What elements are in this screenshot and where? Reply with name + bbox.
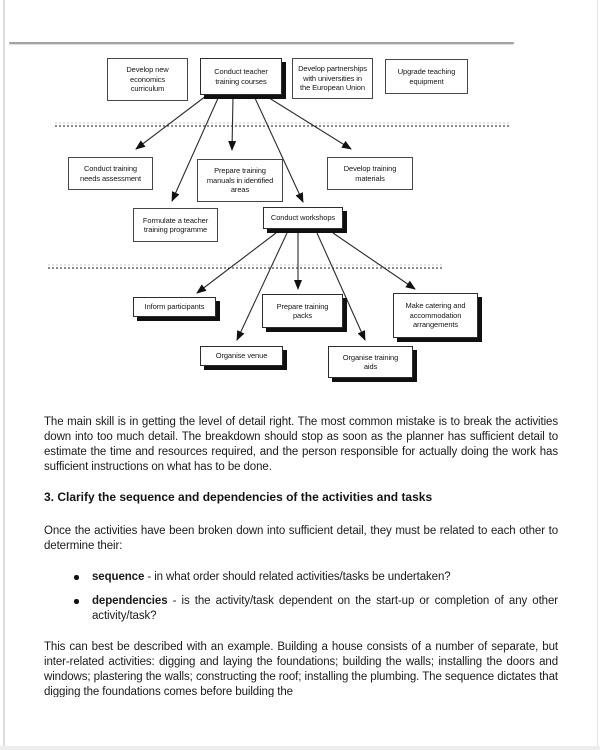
- bullet-icon: [74, 599, 79, 604]
- page-edge-left: [3, 0, 5, 750]
- paragraph-example-clipped: This can best be described with an examp…: [44, 640, 558, 697]
- paragraph-broken-down: Once the activities have been broken dow…: [44, 525, 558, 552]
- diagram-box-develop-partnerships-universities: Develop partnerships with universities i…: [292, 58, 373, 99]
- paragraph-house-example: This can best be described with an examp…: [44, 641, 558, 697]
- diagram-box-conduct-teacher-training-courses: Conduct teacher training courses: [200, 58, 282, 95]
- bullet-icon: [74, 575, 79, 580]
- section-heading: 3. Clarify the sequence and dependencies…: [44, 490, 433, 504]
- diagram-box-organise-venue: Organise venue: [200, 346, 283, 366]
- diagram-box-develop-training-materials: Develop training materials: [327, 157, 413, 190]
- page-edge-right: [596, 0, 598, 750]
- diagram-box-formulate-teacher-training-programme: Formulate a teacher training programme: [133, 208, 218, 242]
- diagram-box-inform-participants: Inform participants: [133, 297, 216, 317]
- diagram-box-make-catering-accommodation-arrangements: Make catering and accommodation arrangem…: [393, 293, 478, 338]
- bullet-item-sequence: sequence - in what order should related …: [44, 570, 558, 585]
- paragraph-level-of-detail: The main skill is in getting the level o…: [44, 416, 558, 473]
- diagram-box-prepare-training-manuals: Prepare training manuals in identified a…: [197, 159, 283, 202]
- diagram-box-develop-new-economics-curriculum: Develop new economics curriculum: [107, 58, 188, 101]
- diagram-box-organise-training-aids: Organise training aids: [328, 346, 413, 378]
- diagram-box-conduct-training-needs-assessment: Conduct training needs assessment: [68, 157, 153, 190]
- bullet-rest: - in what order should related activitie…: [147, 571, 451, 583]
- bullet-rest: - is the activity/task dependent on the …: [92, 595, 558, 622]
- bullet-term: sequence: [92, 571, 145, 583]
- header-rule: [9, 42, 514, 44]
- bullet-text: sequence - in what order should related …: [92, 570, 558, 585]
- diagram-box-prepare-training-packs: Prepare training packs: [262, 294, 343, 328]
- diagram-box-upgrade-teaching-equipment: Upgrade teaching equipment: [385, 59, 468, 94]
- page-edge-bottom: [0, 746, 600, 750]
- diagram-box-conduct-workshops: Conduct workshops: [263, 207, 343, 229]
- bullet-term: dependencies: [92, 595, 168, 607]
- bullet-text: dependencies - is the activity/task depe…: [92, 594, 558, 624]
- bullet-item-dependencies: dependencies - is the activity/task depe…: [44, 594, 558, 624]
